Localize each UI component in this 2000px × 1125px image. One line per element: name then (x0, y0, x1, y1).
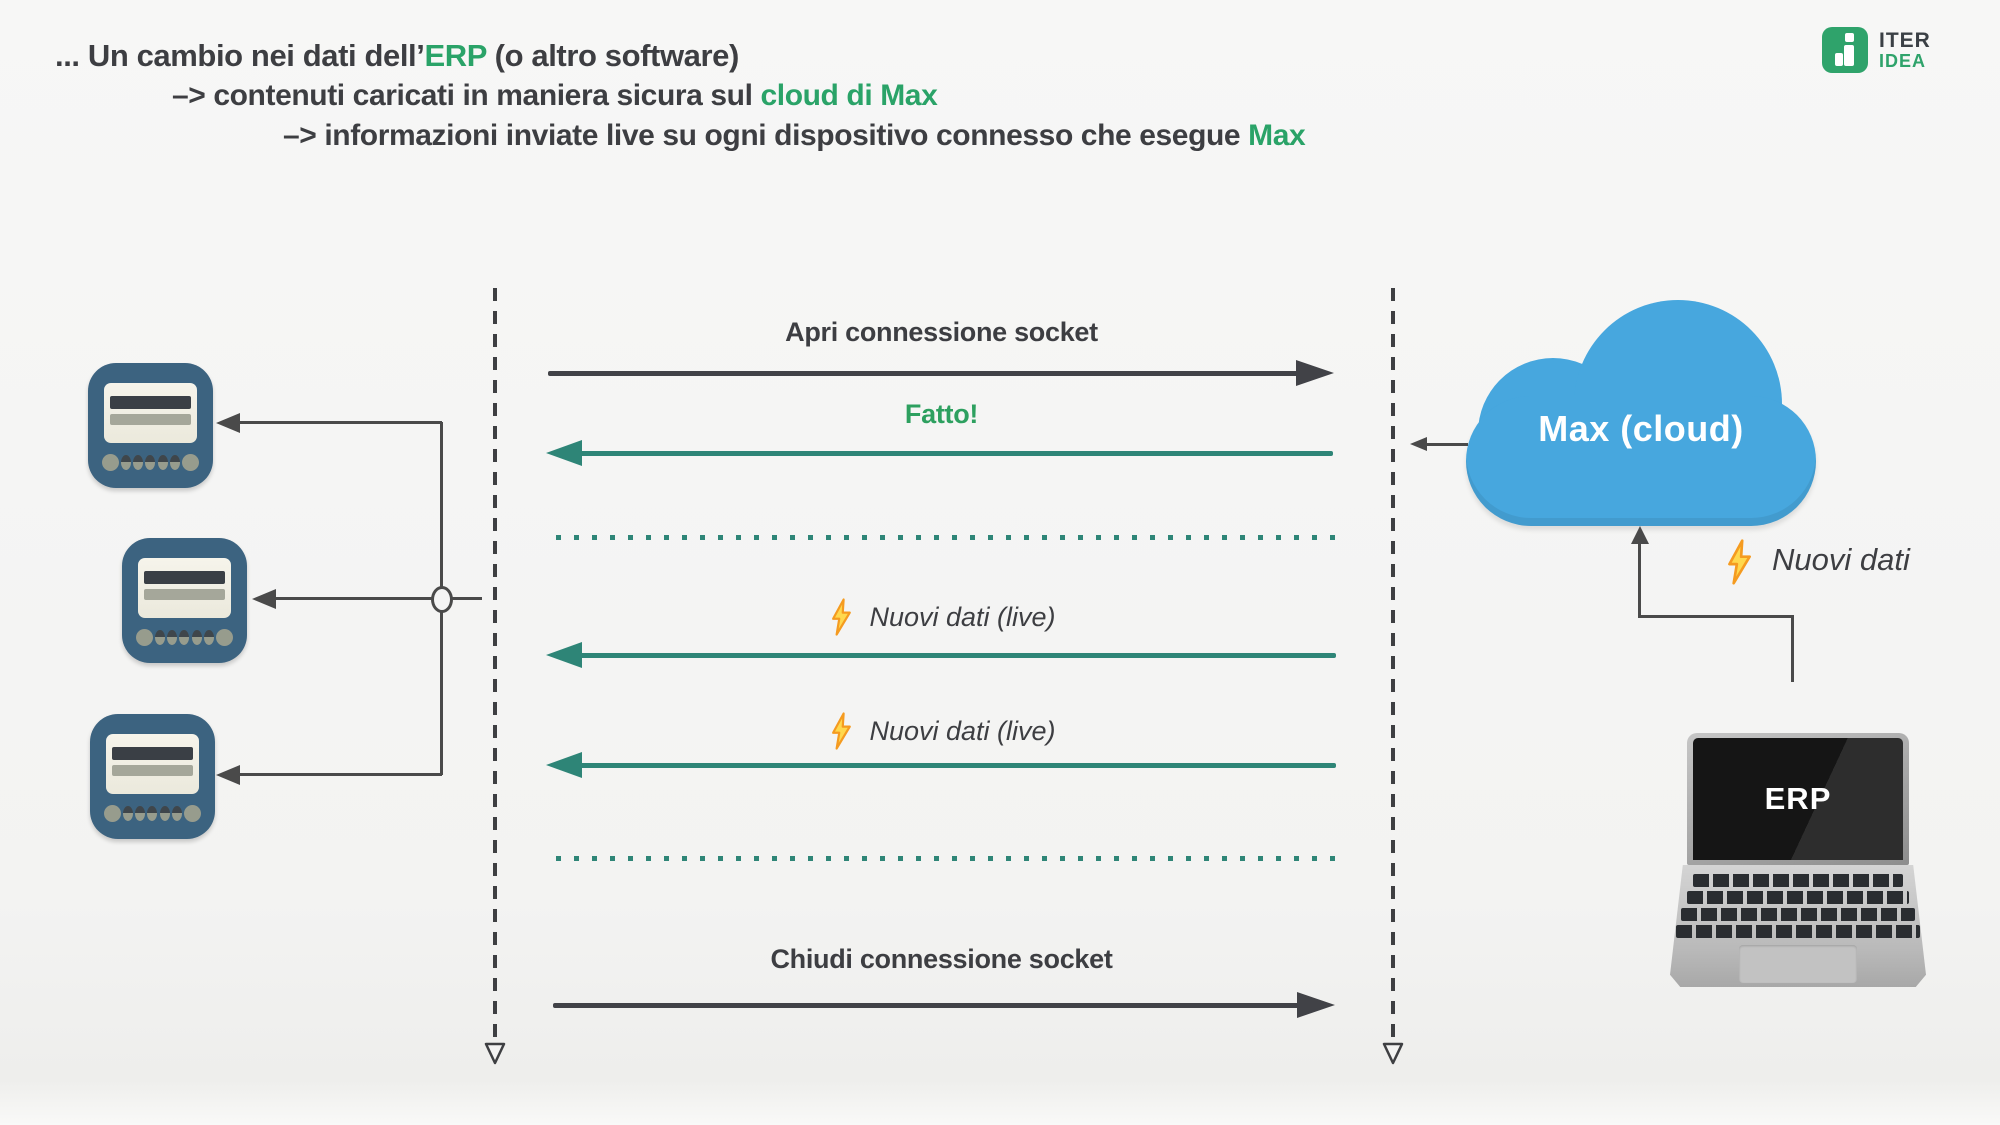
erp-to-cloud-line-across (1638, 615, 1794, 618)
device-screen-dark-bar (110, 396, 191, 409)
cloud-di-max-highlight: cloud di Max (760, 79, 938, 112)
dotted-separator-bottom (556, 856, 1345, 861)
lifeline-cloud (1391, 288, 1395, 1045)
live-data-2-arrowhead-icon (546, 752, 582, 778)
keyboard-row (1676, 925, 1920, 938)
lifeline-devices (493, 288, 497, 1045)
header-line-3: –> informazioni inviate live su ogni dis… (283, 119, 1306, 153)
header-line-3-text: –> informazioni inviate live su ogni dis… (283, 119, 1249, 152)
done-arrowhead-icon (546, 440, 582, 466)
device-buttons (102, 453, 199, 471)
device-icon-1 (88, 363, 213, 488)
done-label: Fatto! (904, 399, 979, 429)
laptop-trackpad (1739, 945, 1857, 983)
keyboard-row (1693, 874, 1903, 887)
logo-i-glyph (1835, 33, 1854, 66)
header-line-1-suffix: (o altro software) (486, 38, 740, 73)
new-data-label: Nuovi dati (1772, 542, 1910, 577)
device-screen (138, 558, 231, 618)
live-data-1-arrowhead-icon (546, 642, 582, 668)
device-icon-2 (122, 538, 247, 663)
connector-stub-right (452, 597, 482, 600)
live-data-1-arrow-line (578, 653, 1336, 658)
close-socket-label: Chiudi connessione socket (770, 944, 1113, 974)
live-data-1-text: Nuovi dati (live) (869, 601, 1056, 632)
lifeline-devices-arrowhead-icon (484, 1042, 506, 1065)
connector-line-down (440, 611, 443, 775)
connector-line-device-1 (238, 421, 442, 424)
device-screen-gray-bar (112, 765, 193, 776)
keyboard-row (1687, 891, 1909, 904)
dotted-separator-top (556, 535, 1345, 540)
device-buttons (136, 628, 233, 646)
erp-laptop-screen: ERP (1687, 733, 1909, 865)
device-screen (106, 734, 199, 794)
device-3-arrowhead-icon (216, 765, 240, 785)
connector-line-device-2 (274, 597, 434, 600)
lightning-icon (1728, 539, 1751, 585)
device-1-arrowhead-icon (216, 413, 240, 433)
device-screen-dark-bar (144, 571, 225, 584)
logo-suffix: IDEA (1879, 51, 1927, 71)
logo-name: ITER (1879, 29, 1931, 52)
connector-line-device-3 (238, 773, 442, 776)
max-cloud-shape: Max (cloud) (1466, 300, 1816, 526)
device-2-arrowhead-icon (252, 589, 276, 609)
cloud-base (1466, 396, 1816, 526)
cloud-to-lifeline-arrowhead-icon (1410, 437, 1427, 451)
laptop-display: ERP (1693, 738, 1903, 860)
close-socket-arrow-line (553, 1003, 1303, 1008)
live-data-2-label: Nuovi dati (live) (548, 711, 1335, 751)
connector-line-up (440, 422, 443, 588)
header-line-1-text: ... Un cambio nei dati dell’ (55, 38, 425, 73)
live-data-1-label: Nuovi dati (live) (548, 597, 1335, 637)
header-line-2-text: –> contenuti caricati in maniera sicura … (172, 79, 761, 112)
device-screen-gray-bar (144, 589, 225, 600)
live-data-2-text: Nuovi dati (live) (869, 715, 1056, 746)
erp-screen-label: ERP (1764, 781, 1832, 816)
device-screen (104, 383, 197, 443)
erp-laptop-keyboard (1670, 865, 1926, 987)
done-arrow-line (578, 451, 1333, 456)
device-icon-3 (90, 714, 215, 839)
max-highlight: Max (1248, 119, 1306, 152)
device-screen-gray-bar (110, 414, 191, 425)
cloud-to-lifeline-line (1424, 443, 1468, 446)
max-cloud-label: Max (cloud) (1538, 408, 1744, 449)
lightning-icon (832, 598, 852, 636)
lightning-icon (832, 712, 852, 750)
open-socket-label: Apri connessione socket (785, 317, 1098, 347)
connector-circle (431, 586, 453, 613)
device-buttons (104, 804, 201, 822)
live-data-2-arrow-line (578, 763, 1336, 768)
header-line-2: –> contenuti caricati in maniera sicura … (172, 79, 938, 113)
device-screen-dark-bar (112, 747, 193, 760)
close-socket-arrowhead-icon (1297, 992, 1335, 1018)
erp-to-cloud-line-up (1638, 542, 1641, 618)
header-line-1: ... Un cambio nei dati dell’ERP (o altro… (55, 38, 739, 74)
open-socket-arrowhead-icon (1296, 360, 1334, 386)
open-socket-arrow-line (548, 371, 1304, 376)
iter-idea-logo-icon (1822, 27, 1868, 73)
erp-to-cloud-arrowhead-icon (1631, 526, 1649, 544)
erp-highlight: ERP (424, 38, 487, 73)
keyboard-row (1681, 908, 1915, 921)
lifeline-cloud-arrowhead-icon (1382, 1042, 1404, 1065)
erp-to-cloud-line-down (1791, 615, 1794, 682)
